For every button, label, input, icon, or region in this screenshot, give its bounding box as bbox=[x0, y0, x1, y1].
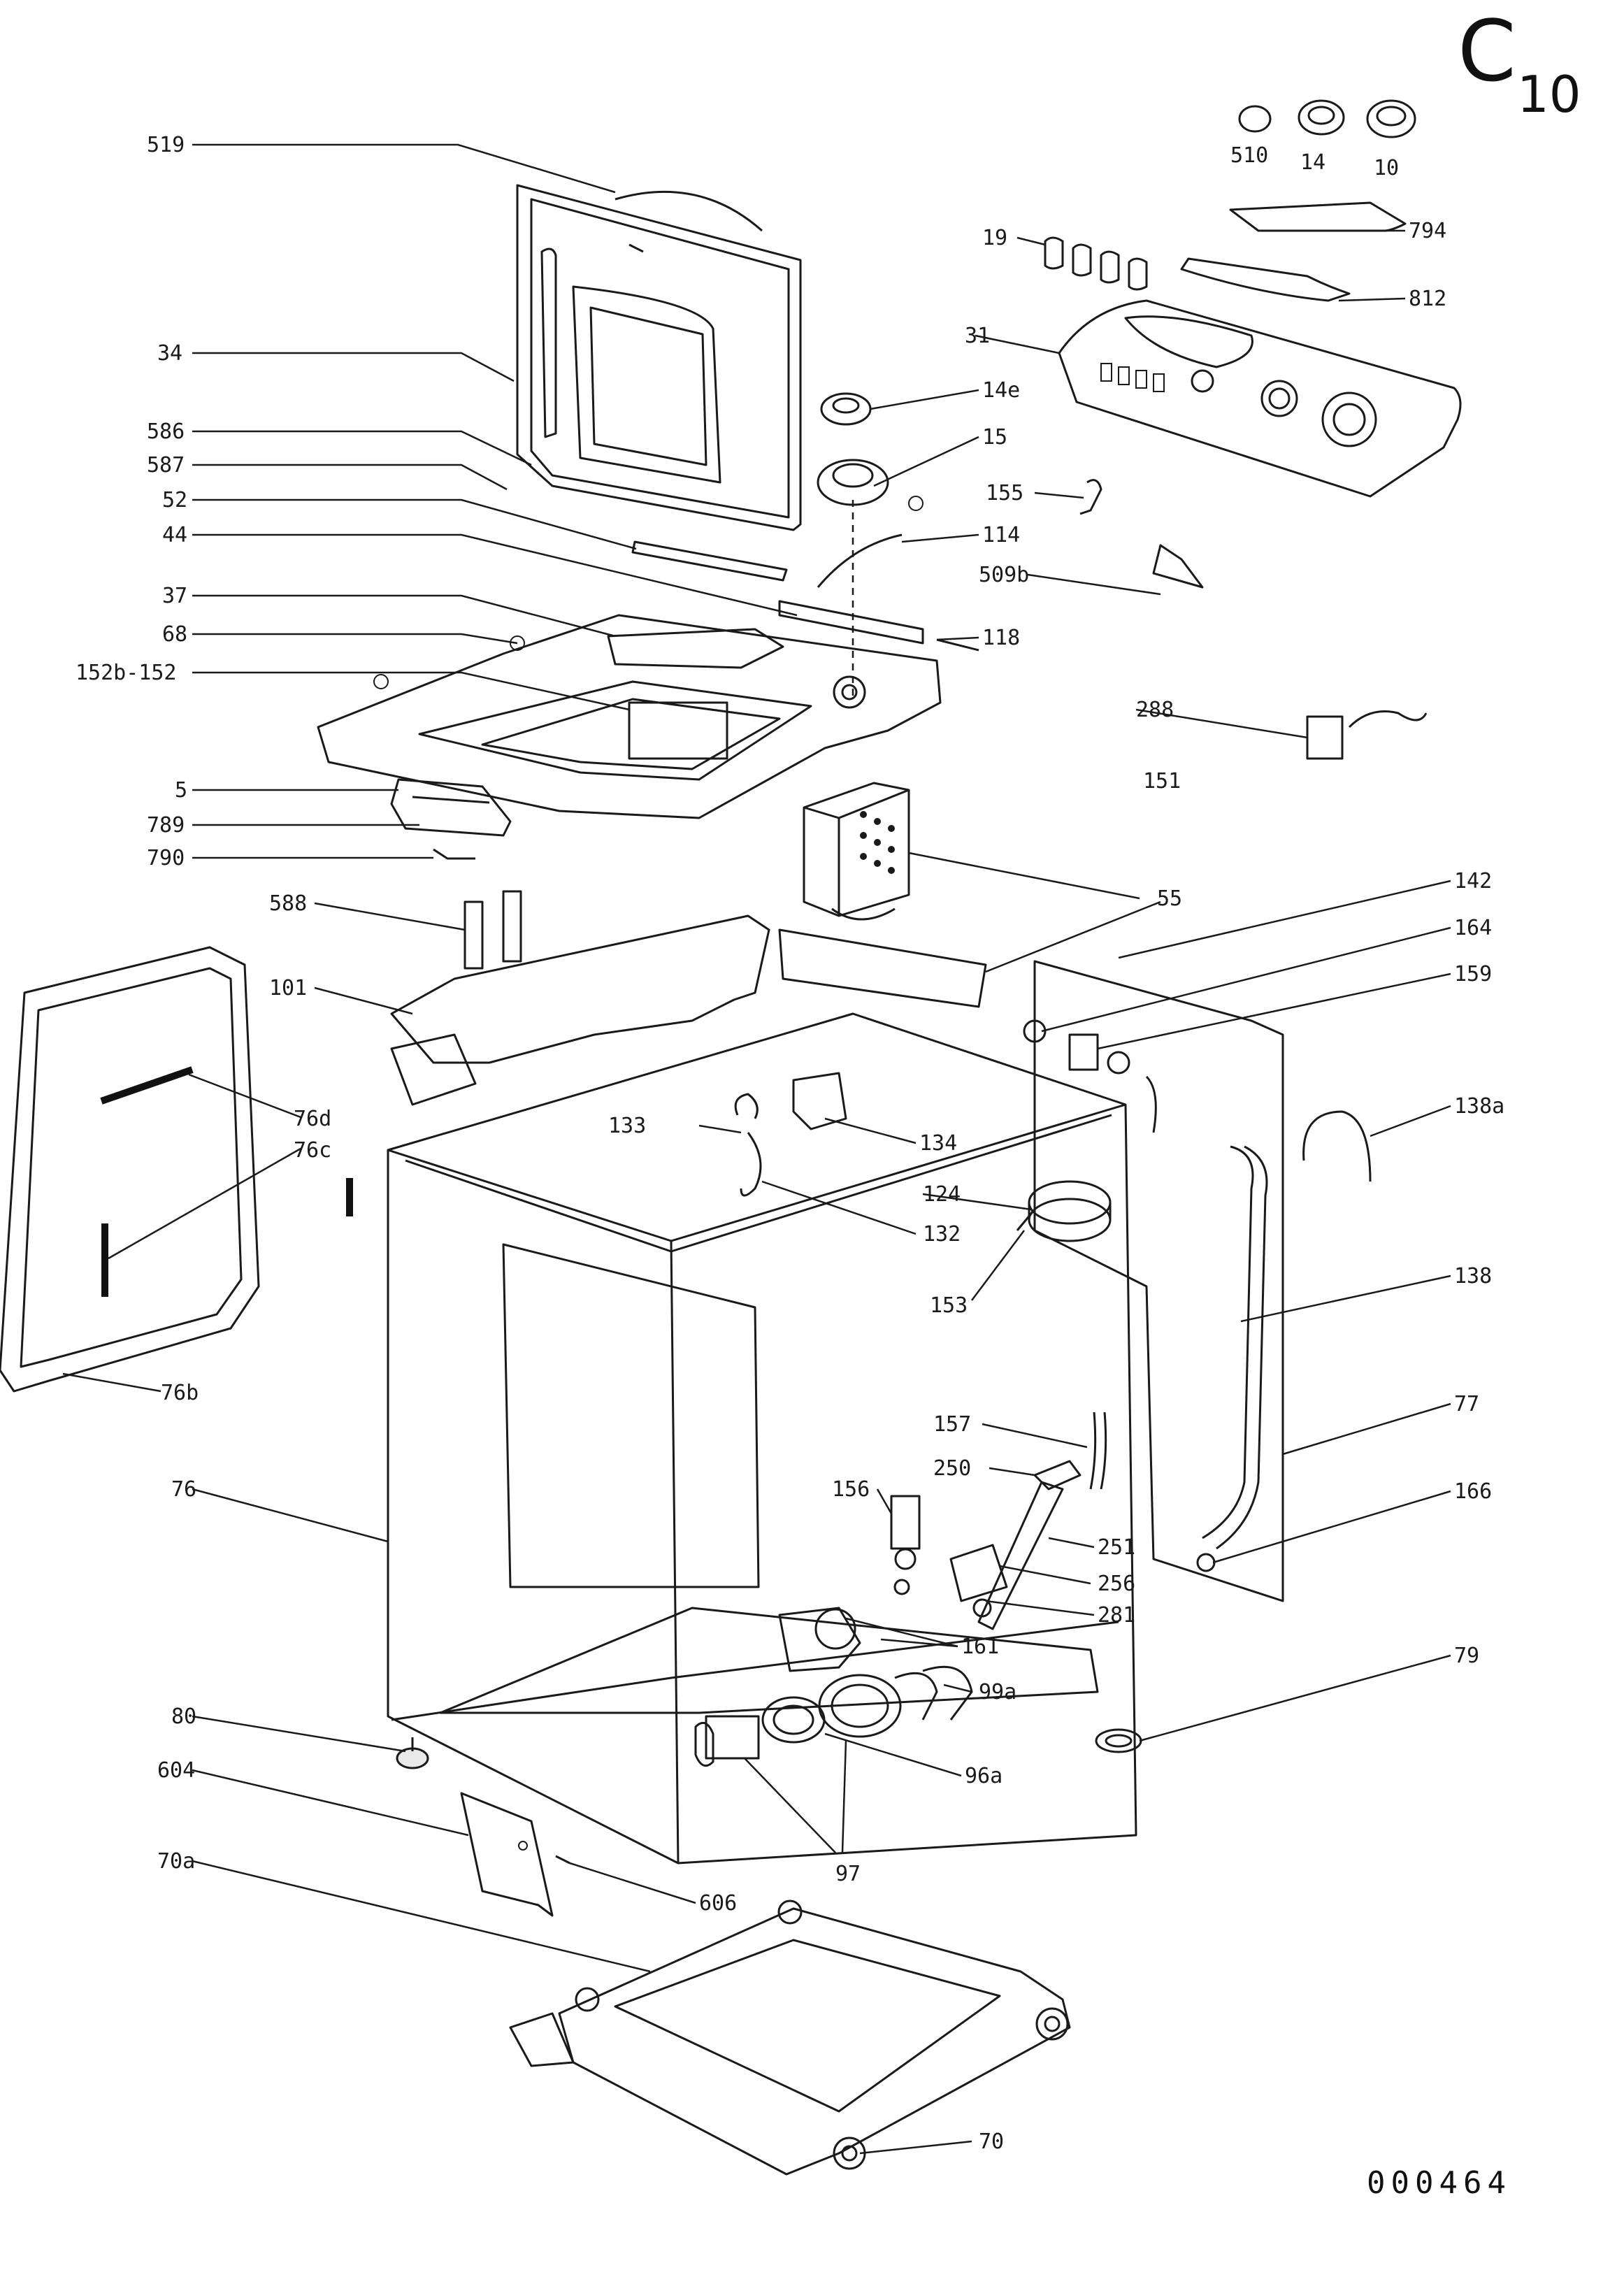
part-label: 70 bbox=[979, 2129, 1004, 2154]
part-label: 509b bbox=[979, 563, 1029, 587]
part-label: 281 bbox=[1098, 1603, 1135, 1628]
pump-drawing bbox=[694, 1607, 973, 1767]
part-label: 151 bbox=[1143, 769, 1181, 793]
part-label: 55 bbox=[1157, 886, 1182, 911]
sheet-code: C bbox=[1458, 3, 1516, 101]
part-label: 118 bbox=[982, 626, 1020, 650]
part-label: 99a bbox=[979, 1680, 1016, 1704]
pressure-switch-drawing bbox=[1016, 1180, 1112, 1242]
part-label: 80 bbox=[171, 1704, 196, 1729]
part-label: 161 bbox=[961, 1635, 999, 1659]
part-label: 79 bbox=[1454, 1644, 1479, 1668]
top-panel-drawing bbox=[317, 600, 942, 819]
part-label: 155 bbox=[986, 481, 1023, 505]
lid-drawing bbox=[516, 184, 802, 582]
part-label: 587 bbox=[147, 453, 185, 477]
part-label: 812 bbox=[1409, 287, 1446, 311]
part-label: 790 bbox=[147, 846, 185, 870]
part-label: 138 bbox=[1454, 1264, 1492, 1288]
part-label: 152b-152 bbox=[76, 661, 177, 685]
part-label: 510 bbox=[1230, 143, 1268, 168]
reference-number: 000464 bbox=[1367, 2165, 1511, 2201]
part-label: 124 bbox=[923, 1182, 961, 1207]
part-label: 789 bbox=[147, 813, 185, 838]
part-label: 37 bbox=[162, 584, 187, 608]
part-label: 5 bbox=[175, 778, 187, 803]
leader-lines bbox=[62, 143, 1451, 2155]
inlet-valve-drawing bbox=[734, 1072, 847, 1197]
switch-assembly-drawing bbox=[890, 1412, 1107, 1630]
relay-pins bbox=[860, 811, 895, 874]
callout-labels: 519 34 586 587 52 44 37 68 152b-152 5 78… bbox=[76, 133, 1504, 2154]
dispenser-drawing bbox=[390, 890, 987, 1106]
part-label: 794 bbox=[1409, 219, 1446, 243]
part-label: 586 bbox=[147, 419, 185, 444]
part-label: 15 bbox=[982, 425, 1007, 450]
part-label: 68 bbox=[162, 622, 187, 647]
part-label: 31 bbox=[965, 324, 990, 348]
part-label: 76c bbox=[294, 1138, 331, 1163]
part-label: 76 bbox=[171, 1477, 196, 1502]
part-label: 52 bbox=[162, 488, 187, 512]
relay-block-drawing bbox=[803, 782, 910, 921]
part-label: 588 bbox=[269, 891, 307, 916]
part-label: 251 bbox=[1098, 1535, 1135, 1560]
part-label: 132 bbox=[923, 1222, 961, 1247]
feet-drawing bbox=[396, 1728, 1142, 1769]
cabinet-drawing bbox=[387, 1012, 1137, 1865]
part-label: 14e bbox=[982, 378, 1020, 403]
rear-panel-drawing bbox=[1023, 960, 1372, 1602]
part-label: 19 bbox=[982, 226, 1007, 250]
part-label: 164 bbox=[1454, 916, 1492, 940]
part-label: 606 bbox=[699, 1891, 737, 1916]
part-label: 153 bbox=[930, 1293, 968, 1318]
part-label: 250 bbox=[933, 1456, 971, 1481]
part-label: 101 bbox=[269, 976, 307, 1000]
part-label: 288 bbox=[1136, 698, 1174, 722]
part-label: 76b bbox=[161, 1381, 199, 1405]
sheet-number: 10 bbox=[1517, 65, 1581, 124]
cover-plate-drawing bbox=[460, 1792, 570, 1917]
part-label: 604 bbox=[157, 1758, 195, 1783]
hinge-bracket-drawing bbox=[390, 778, 512, 860]
control-panel-drawing bbox=[1044, 99, 1462, 498]
part-label: 10 bbox=[1374, 156, 1399, 180]
knobs-drawing bbox=[817, 392, 924, 696]
part-label: 156 bbox=[832, 1477, 870, 1502]
part-label: 77 bbox=[1454, 1392, 1479, 1416]
part-label: 44 bbox=[162, 523, 187, 547]
part-label: 14 bbox=[1300, 150, 1325, 175]
part-label: 70a bbox=[157, 1849, 195, 1874]
part-label: 34 bbox=[157, 341, 182, 366]
sheet-id: C 10 bbox=[1458, 3, 1581, 124]
part-label: 256 bbox=[1098, 1572, 1135, 1596]
part-label: 142 bbox=[1454, 869, 1492, 893]
part-label: 134 bbox=[919, 1131, 957, 1156]
part-label: 138a bbox=[1454, 1094, 1504, 1119]
part-label: 159 bbox=[1454, 962, 1492, 986]
part-label: 76d bbox=[294, 1107, 331, 1131]
part-label: 97 bbox=[835, 1862, 861, 1886]
part-label: 114 bbox=[982, 523, 1020, 547]
part-label: 519 bbox=[147, 133, 185, 157]
part-label: 166 bbox=[1454, 1479, 1492, 1504]
part-label: 96a bbox=[965, 1764, 1003, 1788]
part-label: 157 bbox=[933, 1412, 971, 1437]
side-panel-drawing bbox=[0, 946, 353, 1393]
part-label: 133 bbox=[608, 1114, 646, 1138]
